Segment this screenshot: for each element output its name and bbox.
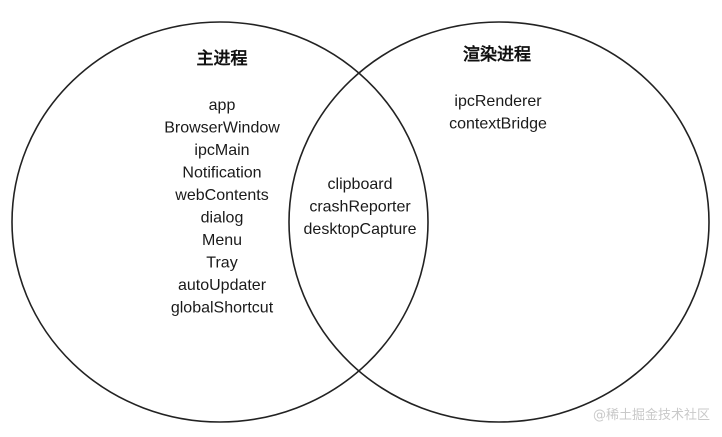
main-module-7: Tray <box>206 255 237 272</box>
main-module-9: globalShortcut <box>171 300 274 317</box>
main-module-4: webContents <box>174 187 268 204</box>
shared-module-0: clipboard <box>328 176 393 193</box>
main-module-5: dialog <box>201 210 244 227</box>
renderer-process-title: 渲染进程 <box>463 44 531 65</box>
renderer-process-circle <box>288 21 710 423</box>
main-module-1: BrowserWindow <box>164 120 280 137</box>
shared-module-2: desktopCapture <box>304 221 417 238</box>
main-module-6: Menu <box>202 232 242 249</box>
main-module-2: ipcMain <box>194 142 249 159</box>
renderer-module-0: ipcRenderer <box>454 93 542 110</box>
renderer-process-modules: ipcRenderer contextBridge <box>449 93 547 133</box>
main-process-title: 主进程 <box>197 48 248 69</box>
main-module-0: app <box>209 97 236 114</box>
main-process-circle <box>11 21 429 423</box>
renderer-module-1: contextBridge <box>449 116 547 133</box>
main-module-3: Notification <box>182 165 261 182</box>
watermark: @稀土掘金技术社区 <box>593 407 710 423</box>
shared-modules: clipboard crashReporter desktopCapture <box>304 176 417 238</box>
main-module-8: autoUpdater <box>178 277 267 294</box>
shared-module-1: crashReporter <box>309 199 411 216</box>
